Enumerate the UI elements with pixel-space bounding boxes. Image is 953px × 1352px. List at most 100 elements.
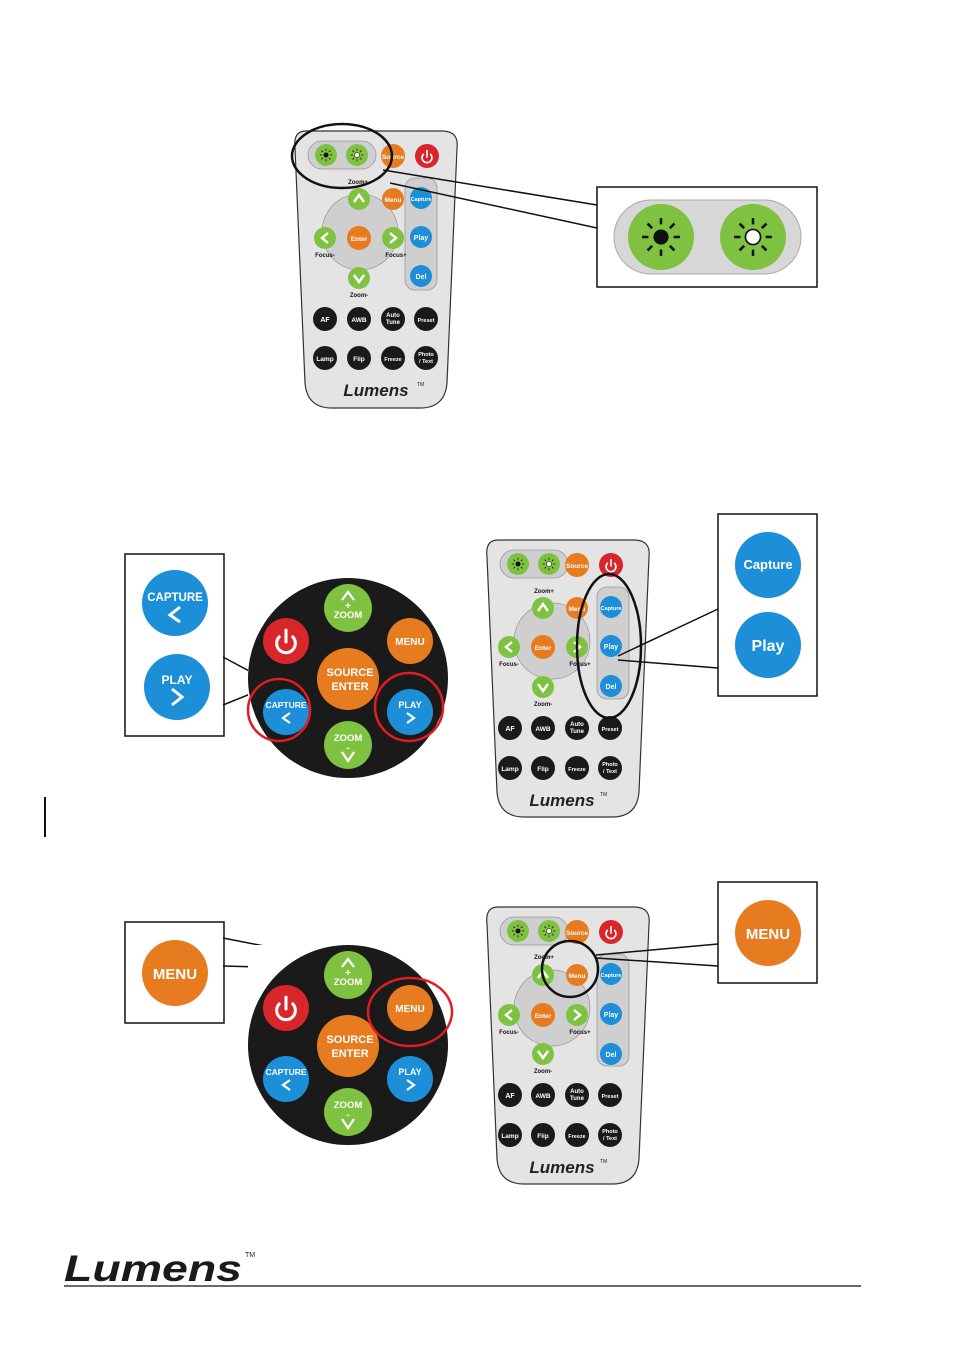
- af-button-label: AF: [505, 726, 515, 733]
- chevron-down-icon: [353, 274, 365, 285]
- preset-button[interactable]: [598, 1083, 622, 1107]
- zoom-in-button[interactable]: [324, 584, 372, 632]
- source-enter-button[interactable]: [317, 648, 379, 710]
- capture-button[interactable]: [410, 187, 432, 209]
- chevron-up-icon: [341, 957, 355, 968]
- focus-minus-label: Focus-: [499, 1030, 519, 1036]
- play-button[interactable]: [387, 689, 433, 735]
- chevron-down-icon: [537, 683, 549, 694]
- lamp-button[interactable]: [498, 756, 522, 780]
- zoom-out-button[interactable]: [532, 676, 554, 698]
- zoom-out-button[interactable]: [348, 267, 370, 289]
- menu-button[interactable]: [387, 985, 433, 1031]
- source-button[interactable]: [565, 920, 589, 944]
- play-button-label: Play: [414, 235, 429, 242]
- chevron-left-icon: [320, 232, 329, 244]
- freeze-button-label: Freeze: [568, 1134, 585, 1140]
- menu-button[interactable]: [566, 964, 588, 986]
- menu-button[interactable]: [382, 188, 404, 210]
- play-button[interactable]: [410, 226, 432, 248]
- auto-label: Auto: [570, 722, 584, 728]
- capture-button-label: Capture: [601, 606, 622, 612]
- focus-minus-label: Focus-: [499, 662, 519, 668]
- enter-button[interactable]: [531, 1003, 555, 1027]
- zoom-out-button[interactable]: [324, 1088, 372, 1136]
- lamp-button-label: Lamp: [501, 766, 518, 773]
- chevron-left-icon: [281, 1079, 291, 1091]
- play-label: PLAY: [398, 700, 421, 710]
- del-button-label: Del: [606, 684, 617, 691]
- lamp-button[interactable]: [313, 346, 337, 370]
- chevron-left-icon: [504, 641, 513, 653]
- enter-button-label: Enter: [535, 645, 552, 652]
- brightness-callout-box: [596, 186, 818, 288]
- photo-text-button[interactable]: [598, 1123, 622, 1147]
- brightness-dark-sun-icon: [640, 216, 682, 258]
- zoom-out-button[interactable]: [532, 1043, 554, 1065]
- remote-brand-logo: Lumens: [529, 791, 594, 810]
- remote-brand-logo: Lumens: [343, 381, 408, 400]
- capture-button[interactable]: [600, 596, 622, 618]
- awb-button[interactable]: [347, 307, 371, 331]
- source-enter-button[interactable]: [317, 1015, 379, 1077]
- auto-tune-button[interactable]: [565, 1083, 589, 1107]
- del-button[interactable]: [600, 1043, 622, 1065]
- menu-button[interactable]: [387, 618, 433, 664]
- callout-line: [382, 169, 598, 206]
- preset-button[interactable]: [598, 716, 622, 740]
- remote-top: Source Zoom+ Menu Capture Enter Play Foc…: [294, 130, 458, 409]
- zoom-out-button[interactable]: [324, 721, 372, 769]
- flip-button[interactable]: [531, 1123, 555, 1147]
- focus-minus-button[interactable]: [314, 227, 336, 249]
- del-button[interactable]: [600, 675, 622, 697]
- focus-minus-button[interactable]: [498, 1004, 520, 1026]
- preset-button[interactable]: [414, 307, 438, 331]
- brightness-light-sun-icon: [542, 924, 556, 938]
- chevron-right-icon: [573, 1009, 582, 1021]
- zoom-in-button[interactable]: [348, 188, 370, 210]
- brightness-dark-sun-icon: [511, 924, 525, 938]
- af-button[interactable]: [313, 307, 337, 331]
- callout-line: [617, 659, 719, 669]
- af-button[interactable]: [498, 716, 522, 740]
- photo-text-button[interactable]: [414, 346, 438, 370]
- play-button-label: Play: [604, 1012, 619, 1019]
- remote-bottom: Source Zoom+ Menu Capture Enter Play Foc…: [486, 906, 650, 1185]
- play-button[interactable]: [600, 635, 622, 657]
- preset-button-label: Preset: [418, 318, 435, 324]
- lamp-button[interactable]: [498, 1123, 522, 1147]
- freeze-button[interactable]: [381, 346, 405, 370]
- menu-label: MENU: [395, 1004, 424, 1015]
- enter-button-label: Enter: [351, 236, 368, 243]
- capture-button[interactable]: [263, 1056, 309, 1102]
- flip-button[interactable]: [347, 346, 371, 370]
- play-button[interactable]: [387, 1056, 433, 1102]
- photo-text-button[interactable]: [598, 756, 622, 780]
- play-button[interactable]: [600, 1003, 622, 1025]
- capture-button[interactable]: [263, 689, 309, 735]
- flip-button-label: Flip: [353, 356, 365, 363]
- zoom-minus-label: Zoom-: [350, 293, 368, 299]
- capture-button[interactable]: [600, 963, 622, 985]
- enter-button[interactable]: [531, 635, 555, 659]
- zoom-in-button[interactable]: [324, 951, 372, 999]
- enter-button[interactable]: [347, 226, 371, 250]
- flip-button[interactable]: [531, 756, 555, 780]
- source-button-label: Source: [566, 563, 588, 570]
- source-button[interactable]: [565, 553, 589, 577]
- focus-plus-button[interactable]: [382, 227, 404, 249]
- del-button[interactable]: [410, 265, 432, 287]
- freeze-button[interactable]: [565, 756, 589, 780]
- remote-tm: TM: [600, 792, 607, 798]
- auto-tune-button[interactable]: [381, 307, 405, 331]
- focus-plus-button[interactable]: [566, 1004, 588, 1026]
- plus-sign: +: [345, 601, 351, 612]
- zoom-in-button[interactable]: [532, 597, 554, 619]
- auto-tune-button[interactable]: [565, 716, 589, 740]
- af-button[interactable]: [498, 1083, 522, 1107]
- awb-button[interactable]: [531, 716, 555, 740]
- focus-minus-button[interactable]: [498, 636, 520, 658]
- freeze-button[interactable]: [565, 1123, 589, 1147]
- awb-button[interactable]: [531, 1083, 555, 1107]
- callout-line: [595, 943, 719, 956]
